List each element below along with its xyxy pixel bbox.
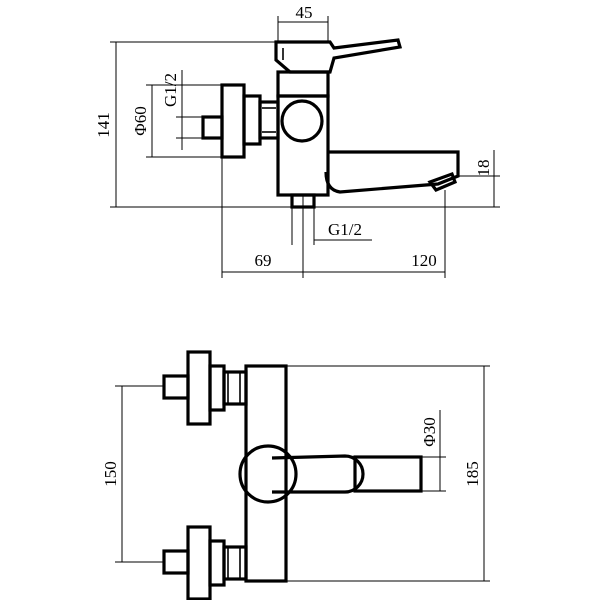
dim-top-width: 45 <box>296 3 313 22</box>
dim-spout-height: 18 <box>474 160 493 177</box>
top-dimension-lines <box>115 365 490 582</box>
side-dimension-lines <box>110 16 500 278</box>
cartridge-body <box>276 70 330 98</box>
connector-nut <box>258 100 280 140</box>
dim-total-height: 141 <box>94 112 113 138</box>
wall-flange <box>220 83 262 159</box>
top-spout <box>238 444 423 504</box>
top-view: 150 Φ30 185 <box>101 350 490 600</box>
side-view: 45 141 Φ60 G1/2 18 G1/2 69 120 <box>94 3 500 278</box>
dim-total-length: 185 <box>463 461 482 487</box>
dim-inlet-spacing: 150 <box>101 461 120 487</box>
dim-left-offset: 69 <box>255 251 272 270</box>
dim-inlet-diameter: Φ60 <box>131 106 150 135</box>
dim-spout-length: 120 <box>411 251 437 270</box>
dim-inlet-thread: G1/2 <box>161 73 180 107</box>
inlet-pipe <box>201 115 224 140</box>
diverter-knob <box>280 99 324 143</box>
top-inlet-upper <box>162 350 248 426</box>
dim-body-diameter: Φ30 <box>420 417 439 446</box>
top-body <box>244 364 288 583</box>
dim-outlet-thread: G1/2 <box>328 220 362 239</box>
spout <box>324 150 460 194</box>
lever-handle <box>274 38 403 74</box>
top-inlet-lower <box>162 525 248 600</box>
